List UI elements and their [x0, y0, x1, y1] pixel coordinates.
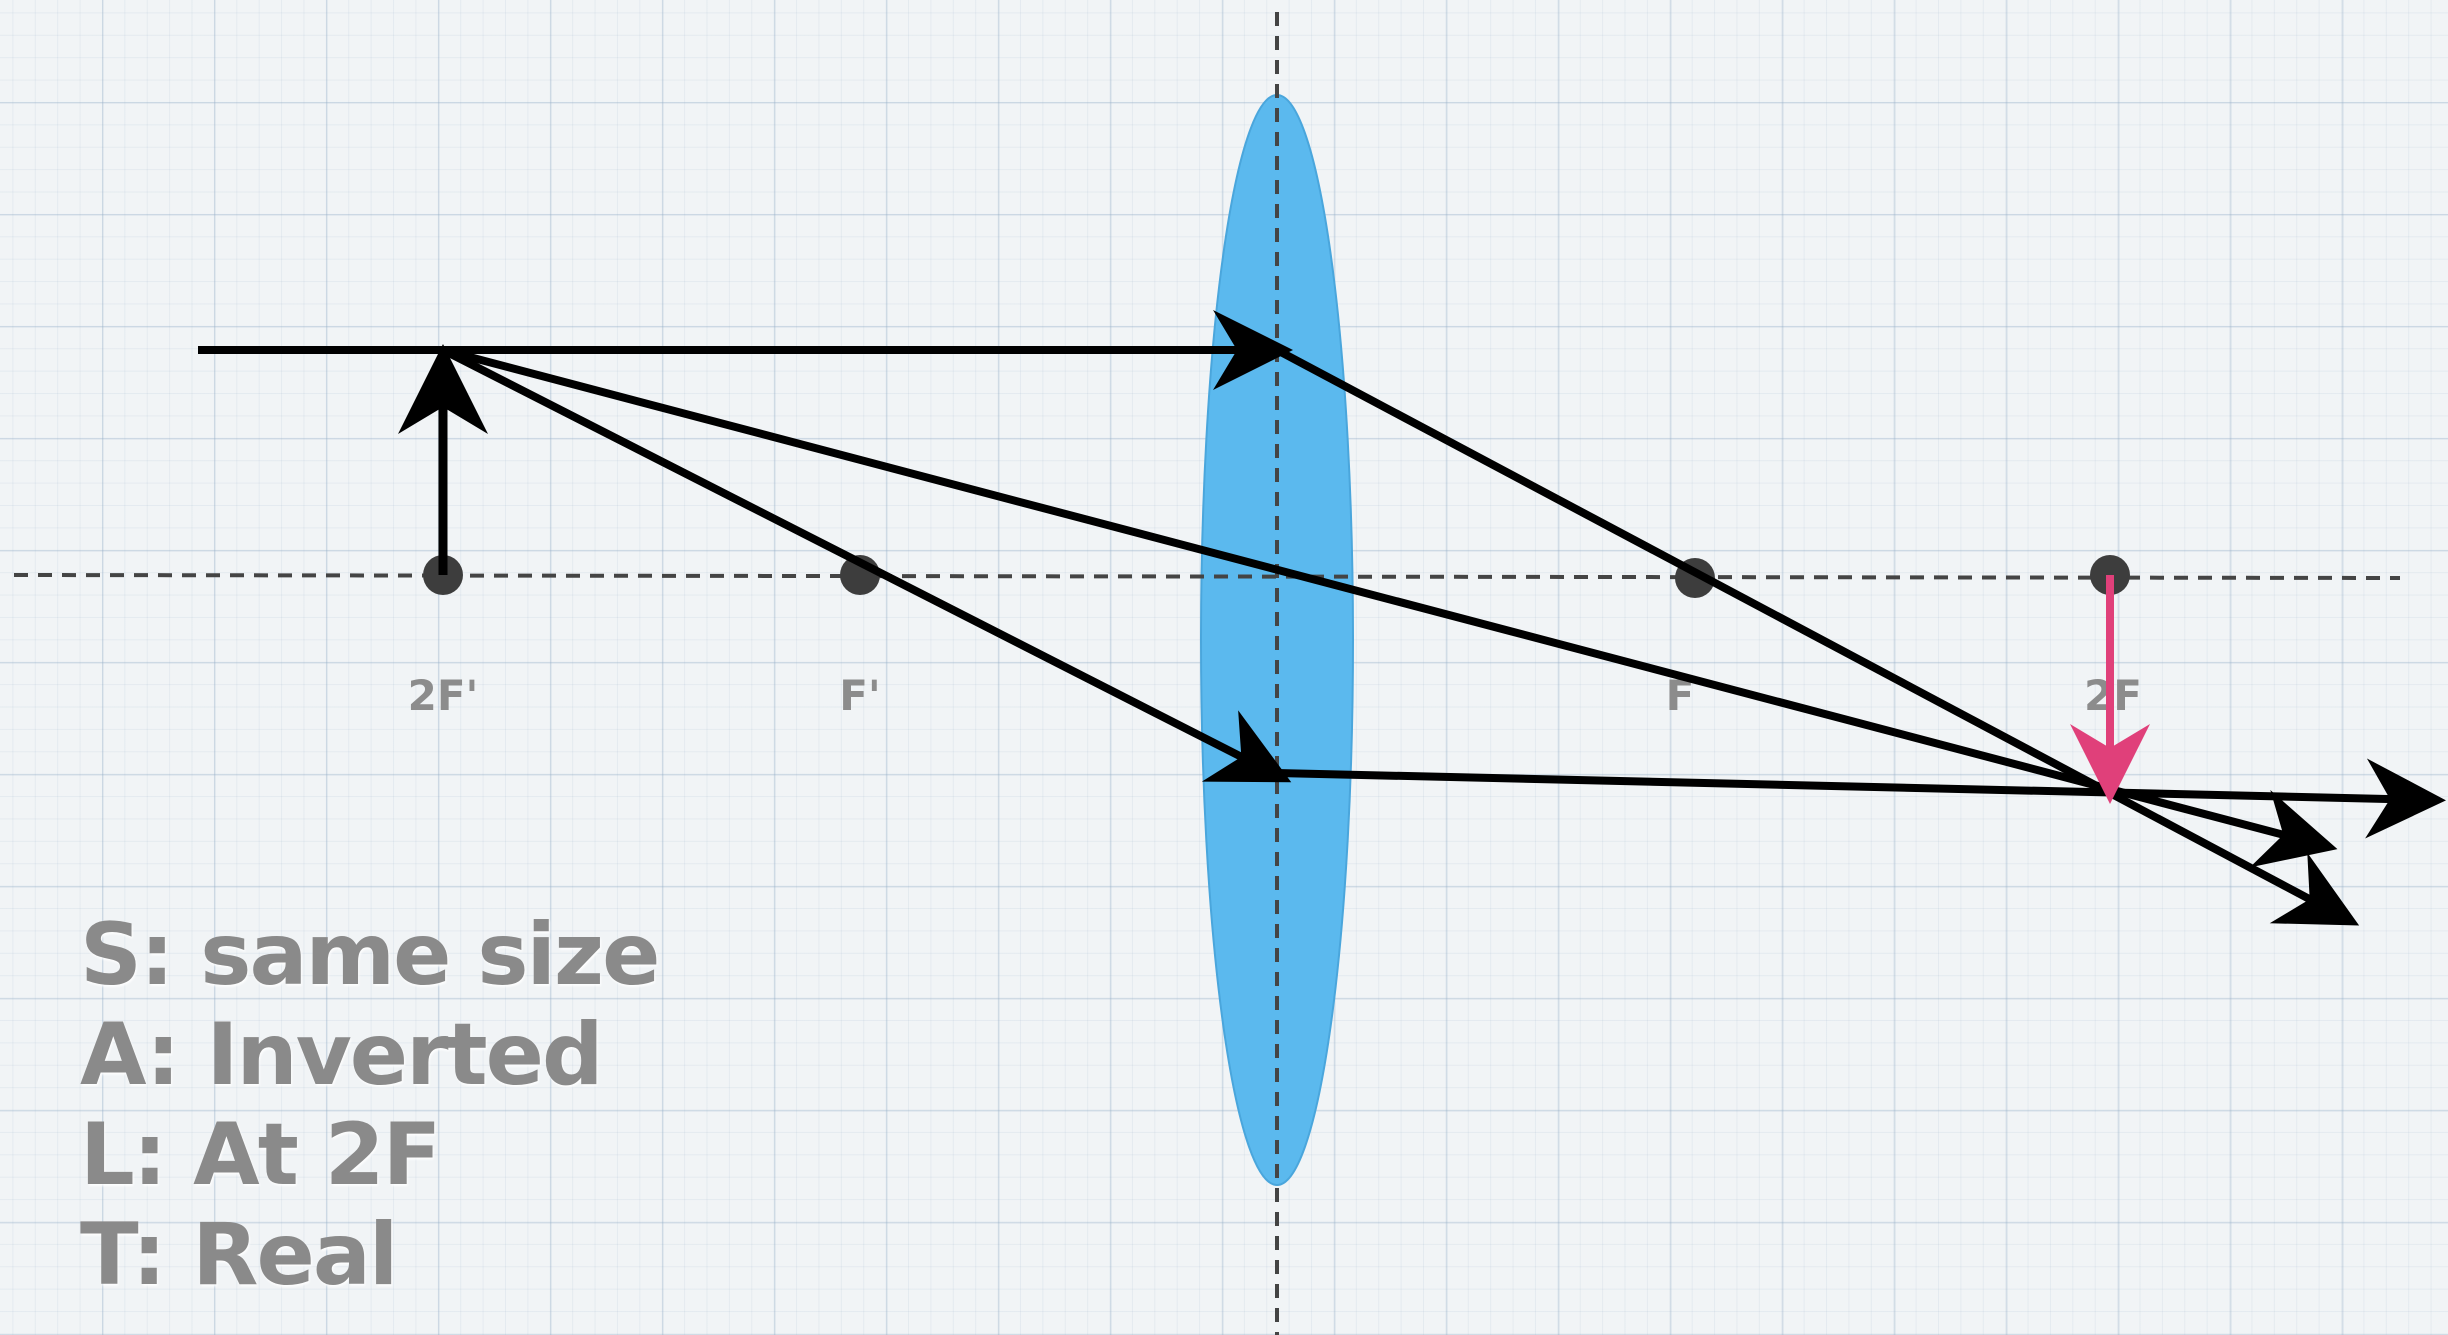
ray-focal-incident — [441, 346, 1292, 783]
ray-central — [441, 346, 2338, 868]
salt-size: S: same size — [80, 905, 660, 1005]
salt-summary: S: same size A: Inverted L: At 2F T: Rea… — [80, 905, 660, 1305]
principal-axis — [13, 573, 2401, 580]
salt-location: L: At 2F — [80, 1105, 441, 1205]
salt-type: T: Real — [80, 1205, 398, 1305]
ray-parallel-refracted — [1275, 346, 2360, 926]
ray-focal-refracted — [1276, 758, 2446, 839]
salt-attitude: A: Inverted — [80, 1005, 604, 1105]
label-f-prime: F' — [839, 671, 881, 720]
label-2f-prime: 2F' — [408, 671, 479, 720]
